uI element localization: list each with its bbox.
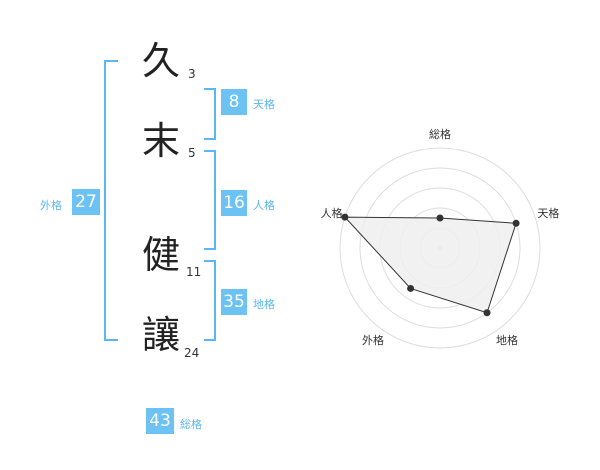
name-char-4: 讓 [142,313,181,357]
radar-axis-label-1: 総格 [429,127,451,141]
radar-point-1 [436,214,444,222]
gaikaku-bracket [104,60,118,341]
radar-axis-label-4: 外格 [362,333,384,347]
radar-polygon [343,216,517,314]
stroke-count-2: 5 [188,146,196,160]
radar-axis-label-3: 地格 [496,333,518,347]
jinkaku-label: 人格 [253,199,275,212]
gaikaku-value-box: 27 [72,189,100,215]
radar-point-2 [512,219,520,227]
chikaku-value-box: 35 [221,289,247,315]
jinkaku-value-box: 16 [221,190,247,216]
radar-point-5 [341,213,349,221]
name-char-1: 久 [142,39,181,83]
radar-point-3 [483,309,491,317]
stroke-count-1: 3 [188,67,196,81]
radar-ring [359,167,521,329]
chikaku-bracket [204,260,216,341]
tenkaku-value-box: 8 [221,89,247,115]
name-char-2: 末 [142,119,181,163]
stroke-count-3: 11 [186,265,202,279]
radar-point-4 [407,284,415,292]
tenkaku-label: 天格 [253,98,275,111]
radar-axis-label-2: 天格 [537,206,559,220]
gaikaku-label: 外格 [40,199,62,212]
soukaku-label: 総格 [180,418,202,431]
tenkaku-bracket [204,88,216,140]
soukaku-value-box: 43 [146,408,174,434]
jinkaku-bracket [204,150,216,250]
chikaku-label: 地格 [253,298,275,311]
radar-axis-label-5: 人格 [321,206,343,220]
radar-ring [339,147,541,349]
stroke-count-4: 24 [184,346,200,360]
name-char-3: 健 [142,233,181,277]
